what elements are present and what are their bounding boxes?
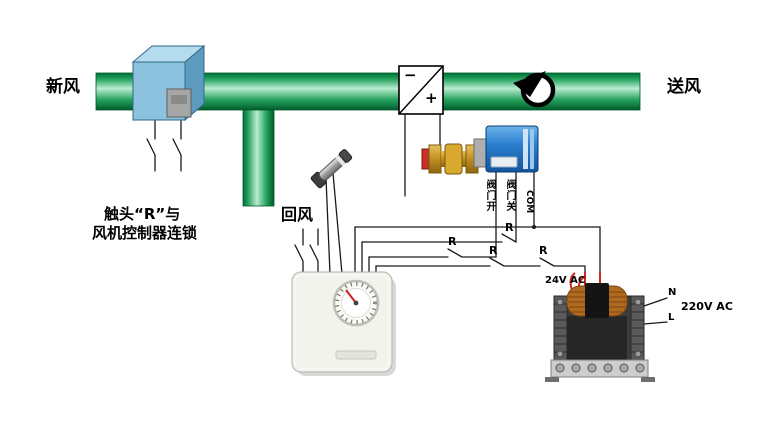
damper-contact-2 [172, 120, 182, 172]
relay-contact-label-4: R [539, 244, 548, 257]
secondary-voltage-label: 24V AC [545, 275, 586, 286]
bus-1 [354, 226, 601, 289]
relay-contact-label-3: R [489, 244, 498, 257]
bus-4-with-contacts [375, 257, 586, 289]
primary-voltage-label: 220V AC [681, 300, 733, 313]
return-air-label: 回风 [281, 205, 314, 224]
duct-temp-sensor-icon [310, 149, 353, 189]
thermostat-risers [354, 226, 377, 275]
fan-icon [513, 71, 556, 108]
junction-dot [532, 225, 536, 229]
bus-2-with-contact [361, 233, 517, 243]
supply-air-label: 送风 [667, 77, 701, 97]
thermostat-logo-plate [335, 350, 377, 360]
actuator-box-icon [485, 125, 539, 173]
relay-contact-label-1: R [448, 235, 457, 248]
filter-dp-symbol [398, 65, 444, 115]
relay-contact-label-2: R [505, 221, 514, 234]
sensor-cable-1 [325, 177, 331, 275]
interlock-note-line1: 触头“R”与 [104, 205, 181, 223]
live-terminal-label: L [668, 312, 675, 323]
dial-needle [345, 289, 357, 304]
damper-box-icon [131, 44, 206, 122]
motorized-valve-icon [421, 138, 489, 175]
terminal-strip [550, 359, 649, 378]
filter-plus-sign: + [425, 89, 438, 107]
valve-close-label: 阀门关 [504, 179, 515, 212]
room-thermostat-icon [291, 271, 396, 376]
damper-contact-1 [146, 120, 156, 172]
step-down-transformer-icon [545, 283, 655, 382]
mains-lead-stubs [643, 297, 668, 325]
fresh-air-label: 新风 [46, 77, 80, 97]
interlock-contact-1 [294, 228, 304, 275]
return-duct [242, 109, 275, 207]
neutral-terminal-label: N [668, 287, 677, 298]
bus-3-with-contact [368, 248, 497, 258]
wiring-lines [146, 113, 668, 325]
interlock-note-line2: 风机控制器连锁 [92, 224, 198, 242]
valve-open-label: 阀门开 [484, 179, 495, 212]
valve-common-label: COM [524, 190, 534, 214]
interlock-contact-2 [309, 228, 319, 275]
sensor-cable-2 [332, 172, 343, 275]
filter-minus-sign: − [404, 66, 417, 84]
